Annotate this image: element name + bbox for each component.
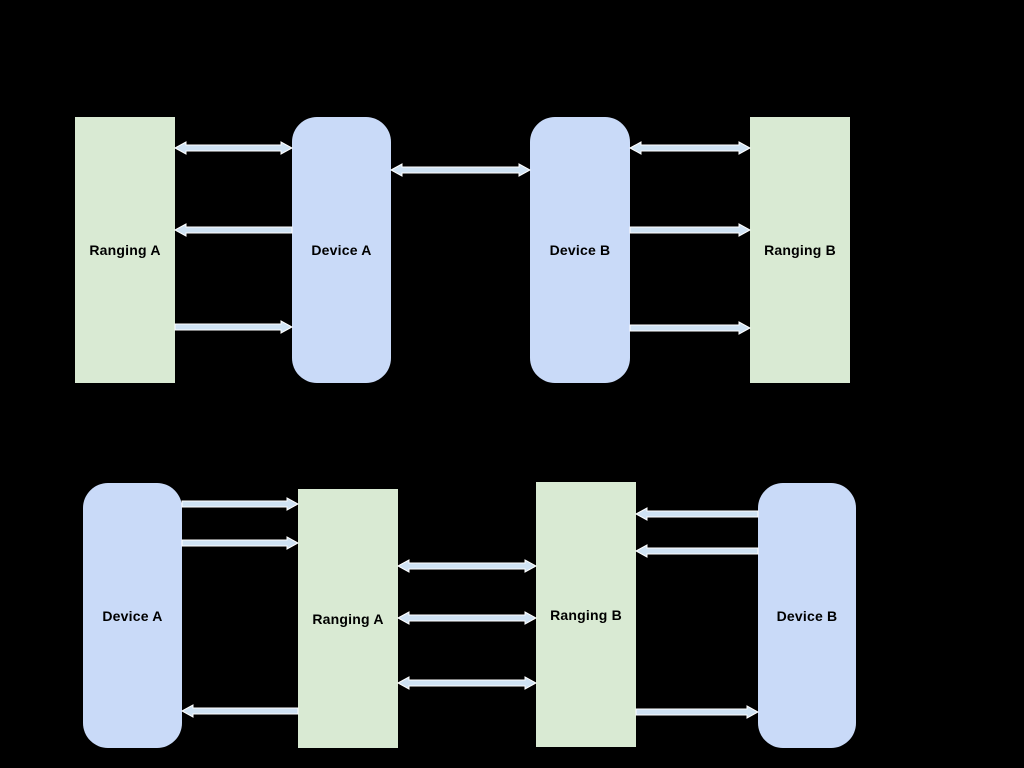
arrow-left-icon — [180, 704, 299, 718]
top-box-label-ranging-a: Ranging A — [89, 242, 161, 258]
top-box-ranging-b: Ranging B — [750, 117, 850, 383]
arrow-right-icon — [635, 705, 760, 719]
arrow-right-icon — [181, 497, 300, 511]
arrow-both-icon — [396, 676, 538, 690]
top-box-label-device-a: Device A — [311, 242, 372, 258]
arrow-left-icon — [634, 507, 759, 521]
top-box-ranging-a: Ranging A — [75, 117, 175, 383]
top-box-label-ranging-b: Ranging B — [764, 242, 836, 258]
arrow-right-icon — [629, 321, 752, 335]
bottom-box-device-a: Device A — [83, 483, 182, 748]
arrow-left-icon — [634, 544, 759, 558]
bottom-box-ranging-b: Ranging B — [536, 482, 636, 747]
arrow-both-icon — [628, 141, 752, 155]
arrow-left-icon — [173, 223, 293, 237]
arrow-right-icon — [181, 536, 300, 550]
arrow-both-icon — [396, 559, 538, 573]
arrow-right-icon — [174, 320, 294, 334]
bottom-box-ranging-a: Ranging A — [298, 489, 398, 748]
bottom-box-label-ranging-a: Ranging A — [312, 610, 384, 627]
arrow-right-icon — [629, 223, 752, 237]
bottom-box-device-b: Device B — [758, 483, 856, 748]
arrow-both-icon — [173, 141, 294, 155]
arrow-both-icon — [389, 163, 532, 177]
top-box-device-a: Device A — [292, 117, 391, 383]
bottom-box-label-device-a: Device A — [102, 607, 163, 624]
bottom-box-label-device-b: Device B — [776, 607, 838, 624]
top-box-device-b: Device B — [530, 117, 630, 383]
arrow-both-icon — [396, 611, 538, 625]
top-box-label-device-b: Device B — [549, 242, 611, 258]
bottom-box-label-ranging-b: Ranging B — [550, 606, 622, 623]
